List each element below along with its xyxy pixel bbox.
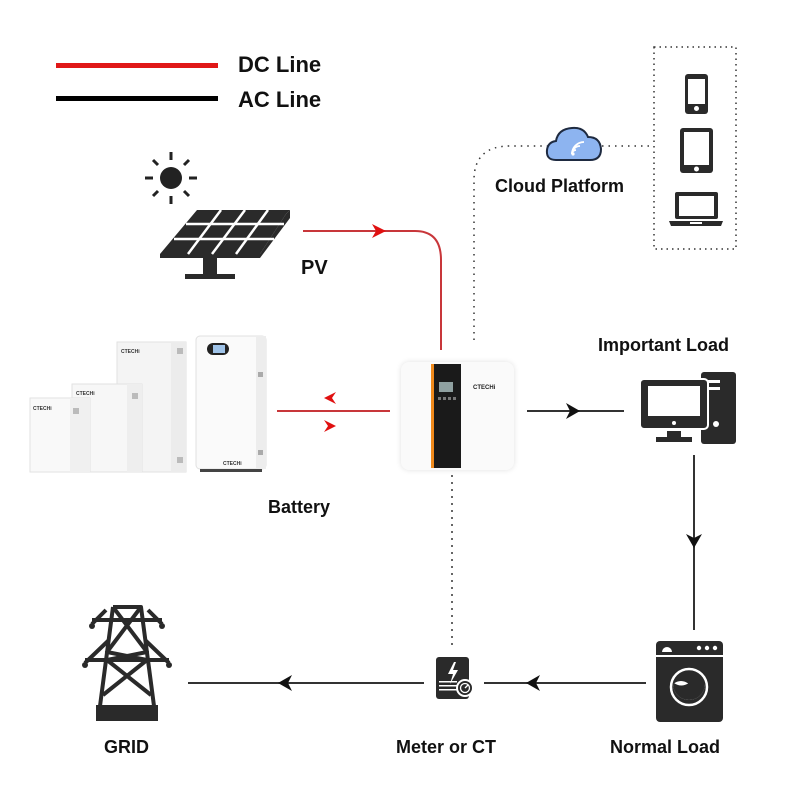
normal-load-label: Normal Load bbox=[610, 737, 721, 757]
normal-load-arrow bbox=[686, 534, 702, 548]
grid-label: GRID bbox=[104, 737, 149, 757]
battery-arrow-in bbox=[324, 392, 336, 404]
inverter-brand: CTECHi bbox=[473, 385, 496, 391]
battery-label: Battery bbox=[268, 497, 331, 517]
legend-ac-label: AC Line bbox=[238, 87, 322, 112]
legend-dc-label: DC Line bbox=[238, 52, 322, 77]
legend-dc-swatch bbox=[56, 63, 218, 68]
pv-label: PV bbox=[301, 257, 328, 279]
inverter-front-panel bbox=[431, 364, 461, 468]
inverter-buttons bbox=[438, 397, 456, 400]
important-load-label: Important Load bbox=[598, 335, 729, 355]
legend-ac-swatch bbox=[56, 96, 218, 101]
important-load-arrow bbox=[566, 403, 580, 419]
cloud-platform-label: Cloud Platform bbox=[495, 176, 624, 196]
inverter-display bbox=[439, 382, 453, 392]
battery-arrow-out bbox=[324, 420, 336, 432]
meter-arrow bbox=[526, 675, 540, 691]
meter-label: Meter or CT bbox=[396, 737, 497, 757]
grid-arrow bbox=[278, 675, 292, 691]
inverter[interactable]: CTECHi bbox=[401, 362, 514, 470]
pv-arrow bbox=[372, 224, 386, 238]
pv-dc-line bbox=[303, 230, 442, 350]
devices-box bbox=[653, 46, 737, 250]
